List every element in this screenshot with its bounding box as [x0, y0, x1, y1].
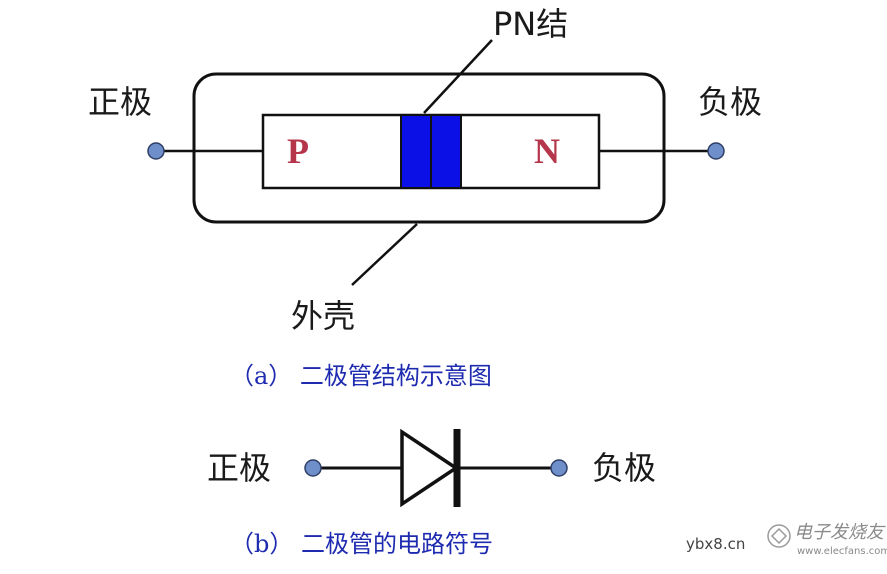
shell-label: 外壳 [291, 297, 356, 335]
left-terminal-dot [147, 142, 165, 160]
right-terminal-dot [707, 142, 725, 160]
watermark-site: ybx8.cn [686, 535, 746, 553]
watermark-brand: 电子发烧友 [794, 522, 884, 543]
p-region-label: P [287, 131, 309, 171]
diode-triangle [400, 428, 460, 508]
anode-label-b: 正极 [207, 449, 272, 487]
symbol-left-terminal-dot [304, 459, 322, 477]
pn-junction-label: PN结 [493, 5, 569, 43]
watermark-brand-url: www.elecfans.com [797, 546, 887, 557]
n-region-label: N [534, 131, 560, 171]
shell-leader-line [351, 223, 418, 286]
symbol-right-terminal-dot [550, 459, 568, 477]
watermark-logo-icon [767, 524, 791, 548]
caption-b: （b） 二极管的电路符号 [230, 530, 493, 558]
anode-label-a: 正极 [88, 83, 153, 121]
junction-leader-line [423, 39, 493, 114]
caption-a: （a） 二极管结构示意图 [230, 362, 492, 390]
cathode-label-b: 负极 [592, 449, 657, 487]
cathode-label-a: 负极 [698, 83, 763, 121]
diode-shell [192, 72, 666, 224]
